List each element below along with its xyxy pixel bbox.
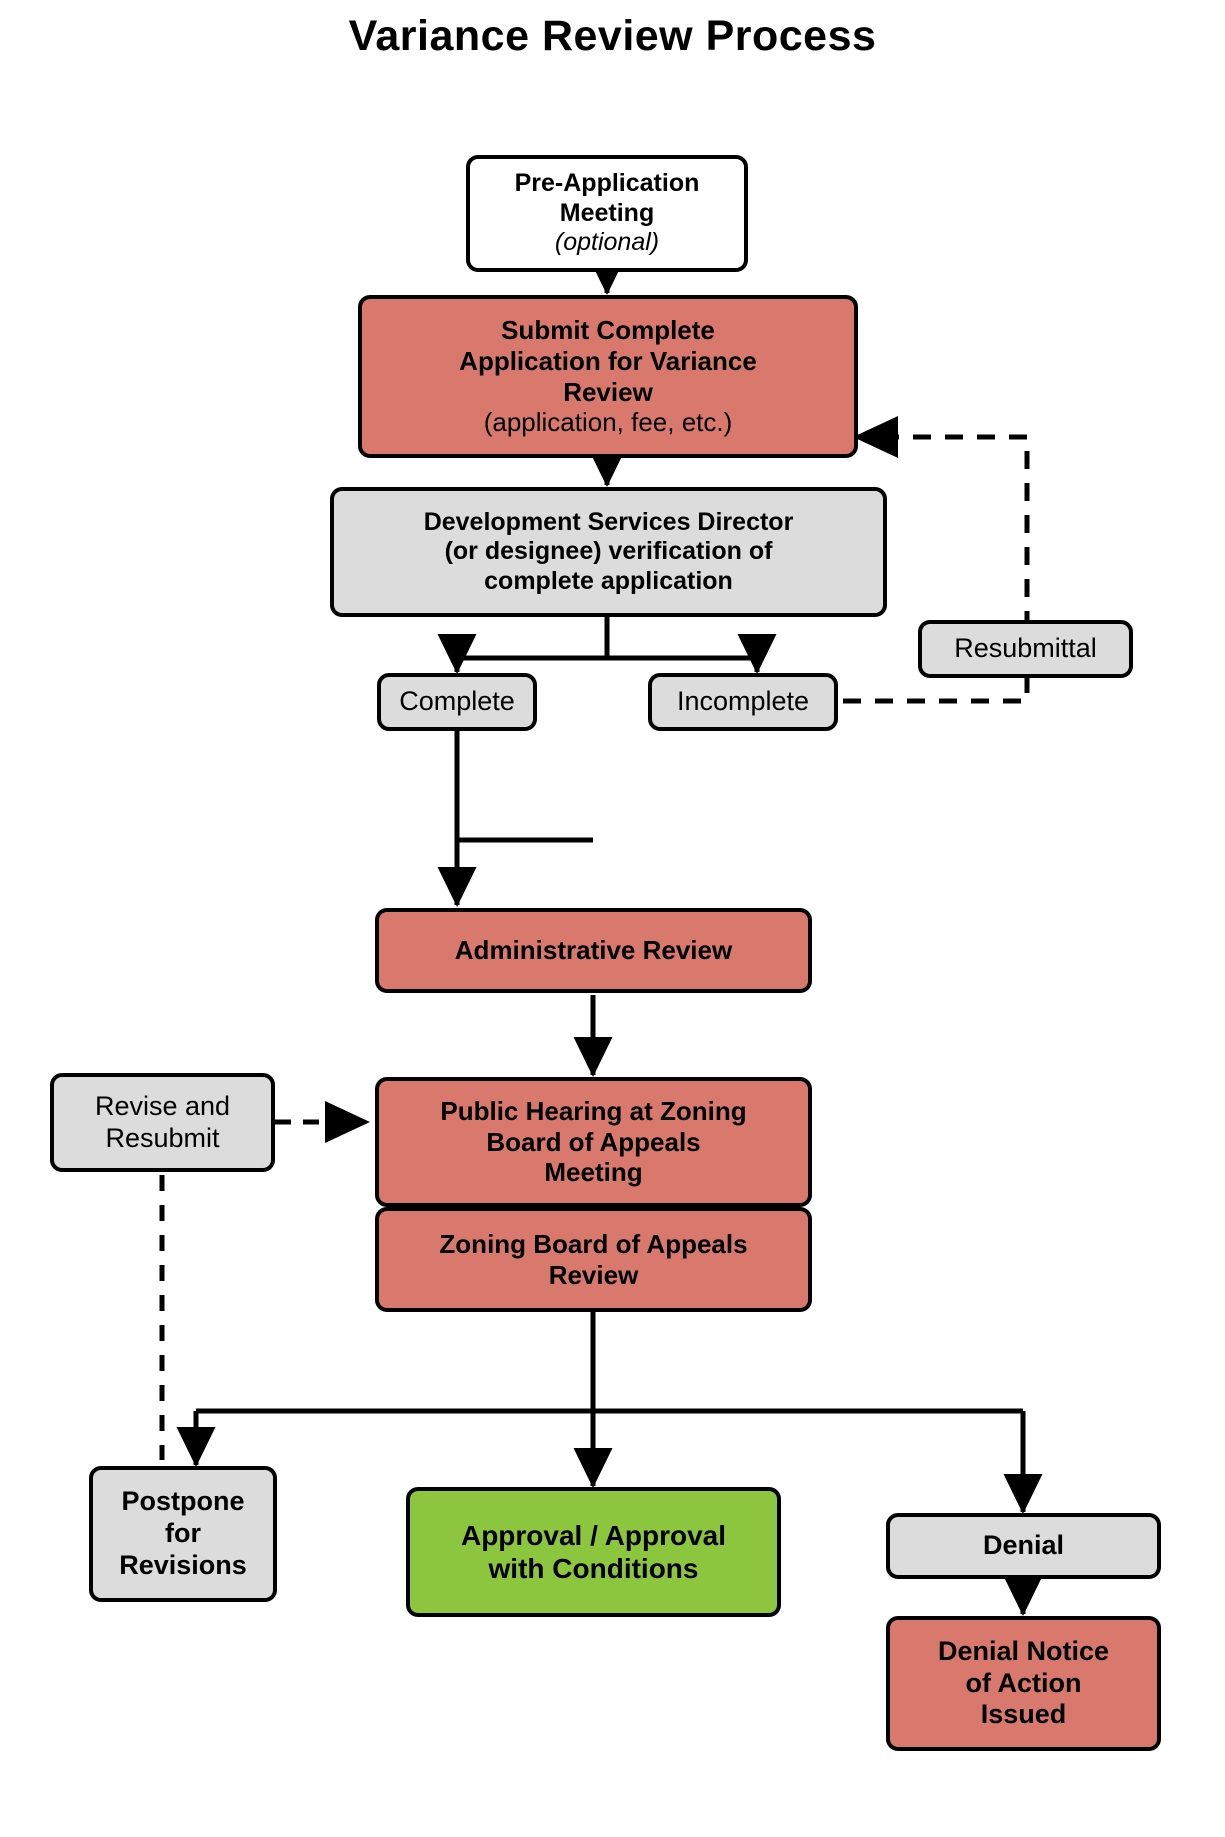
node-director-verification-line-1: Development Services Director xyxy=(423,507,794,536)
node-denial-label: Denial xyxy=(982,1530,1065,1561)
edge-complete-to-administrative-review xyxy=(454,731,593,843)
node-submit-application-line-3: Review xyxy=(563,376,653,407)
node-submit-application-line-1: Submit Complete xyxy=(501,315,715,346)
node-postpone-line-1: Postpone xyxy=(121,1486,245,1517)
node-approval[interactable]: Approval / Approval with Conditions xyxy=(406,1487,781,1617)
edge-director-split xyxy=(457,615,757,661)
node-zba-review-line-1: Zoning Board of Appeals xyxy=(439,1228,748,1259)
node-public-hearing-line-3: Meeting xyxy=(544,1157,643,1188)
node-denial-notice[interactable]: Denial Notice of Action Issued xyxy=(886,1616,1161,1751)
node-complete-label: Complete xyxy=(399,686,515,717)
node-public-hearing-line-2: Board of Appeals xyxy=(486,1126,701,1157)
node-incomplete-label: Incomplete xyxy=(676,686,810,717)
node-pre-application-line-3: (optional) xyxy=(554,228,660,257)
node-revise-resubmit-line-2: Resubmit xyxy=(105,1122,220,1153)
node-director-verification-line-2: (or designee) verification of xyxy=(444,537,773,566)
node-denial-notice-line-2: of Action xyxy=(965,1667,1082,1698)
node-approval-line-2: with Conditions xyxy=(488,1553,699,1584)
node-approval-line-1: Approval / Approval xyxy=(460,1519,726,1551)
node-submit-application-line-2: Application for Variance xyxy=(459,345,757,376)
node-zoning-board-review[interactable]: Zoning Board of Appeals Review xyxy=(375,1207,812,1312)
node-pre-application-line-2: Meeting xyxy=(559,198,655,227)
node-submit-application-line-4: (application, fee, etc.) xyxy=(483,407,733,438)
node-director-verification[interactable]: Development Services Director (or design… xyxy=(330,487,887,617)
node-pre-application-meeting[interactable]: Pre-Application Meeting (optional) xyxy=(466,155,748,272)
node-public-hearing[interactable]: Public Hearing at Zoning Board of Appeal… xyxy=(375,1077,812,1207)
node-administrative-review[interactable]: Administrative Review xyxy=(375,908,812,993)
node-denial-notice-line-3: Issued xyxy=(980,1699,1067,1730)
node-revise-and-resubmit[interactable]: Revise and Resubmit xyxy=(50,1073,275,1172)
node-administrative-review-label: Administrative Review xyxy=(454,935,733,966)
node-revise-resubmit-line-1: Revise and xyxy=(94,1090,231,1121)
node-denial-notice-line-1: Denial Notice xyxy=(937,1635,1110,1666)
edge-zba-review-split xyxy=(196,1310,1023,1414)
node-director-verification-line-3: complete application xyxy=(484,566,733,595)
node-public-hearing-line-1: Public Hearing at Zoning xyxy=(440,1095,747,1126)
node-zba-review-line-2: Review xyxy=(548,1259,639,1290)
node-resubmittal[interactable]: Resubmittal xyxy=(918,620,1133,678)
node-incomplete[interactable]: Incomplete xyxy=(648,673,838,731)
node-postpone-for-revisions[interactable]: Postpone for Revisions xyxy=(89,1466,277,1602)
node-postpone-line-3: Revisions xyxy=(119,1549,247,1580)
node-submit-complete-application[interactable]: Submit Complete Application for Variance… xyxy=(358,295,858,458)
node-resubmittal-label: Resubmittal xyxy=(954,633,1097,664)
page-title: Variance Review Process xyxy=(348,12,877,60)
node-denial[interactable]: Denial xyxy=(886,1513,1161,1579)
node-postpone-line-2: for xyxy=(165,1518,201,1549)
node-complete[interactable]: Complete xyxy=(377,673,537,731)
edge-incomplete-to-submit-dashed xyxy=(747,416,1030,704)
node-pre-application-line-1: Pre-Application xyxy=(514,169,700,198)
